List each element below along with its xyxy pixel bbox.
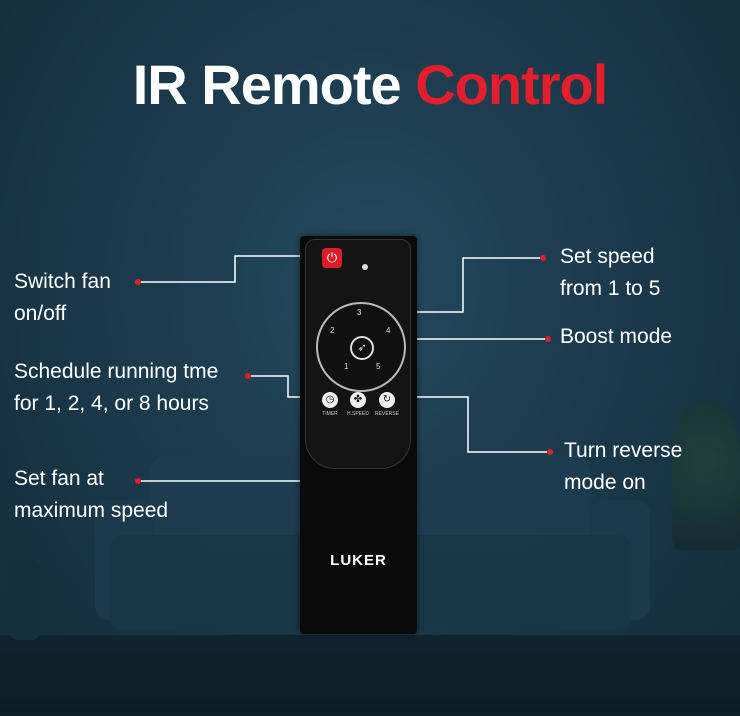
callout-power: Switch fan on/off (14, 266, 111, 330)
refresh-icon: ↻ (382, 394, 392, 405)
title-accent: Control (415, 53, 608, 116)
boost-button[interactable]: ➶ (350, 336, 374, 360)
callout-reverse-line2: mode on (564, 471, 646, 494)
callout-timer-line2: for 1, 2, 4, or 8 hours (14, 392, 209, 415)
dot-max-speed (135, 478, 141, 484)
power-icon: ⏻ (326, 250, 338, 265)
max-speed-button[interactable]: ✤ (350, 392, 366, 408)
callout-max-speed: Set fan at maximum speed (14, 463, 168, 527)
dot-speed (540, 255, 546, 261)
line-speed (390, 257, 543, 313)
rocket-icon: ➶ (357, 342, 367, 354)
speed-3[interactable]: 3 (357, 308, 362, 317)
remote-face: ⏻ 3 2 4 1 5 ➶ ◷ TIMER ✤ H.SPEED ↻ REVERS… (305, 239, 411, 469)
brand-logo: LUKER (330, 552, 387, 569)
dot-power (135, 279, 141, 285)
speed-dial[interactable]: 3 2 4 1 5 ➶ (316, 302, 406, 392)
callout-reverse-line1: Turn reverse (564, 439, 683, 462)
background-floor (0, 635, 740, 716)
background-lamp (10, 560, 40, 640)
callout-speed-line1: Set speed (560, 245, 655, 268)
reverse-button[interactable]: ↻ (379, 392, 395, 408)
callout-boost-line1: Boost mode (560, 325, 673, 348)
power-button[interactable]: ⏻ (322, 248, 342, 268)
speed-4[interactable]: 4 (386, 326, 391, 335)
callout-boost: Boost mode (560, 321, 672, 353)
background-plant (672, 400, 740, 550)
timer-label: TIMER (322, 411, 338, 417)
callout-reverse: Turn reverse mode on (564, 435, 682, 499)
callout-max-speed-line1: Set fan at (14, 467, 104, 490)
line-reverse (393, 396, 550, 453)
title-main: IR Remote (132, 53, 402, 116)
line-power (138, 255, 315, 283)
callout-power-line2: on/off (14, 302, 67, 325)
reverse-label: REVERSE (375, 411, 399, 417)
speed-5[interactable]: 5 (376, 362, 381, 371)
remote-control: ⏻ 3 2 4 1 5 ➶ ◷ TIMER ✤ H.SPEED ↻ REVERS… (300, 236, 417, 634)
dot-timer (245, 373, 251, 379)
clock-icon: ◷ (325, 394, 335, 405)
callout-timer: Schedule running tme for 1, 2, 4, or 8 h… (14, 356, 218, 420)
callout-power-line1: Switch fan (14, 270, 111, 293)
page-title: IR Remote Control (0, 52, 740, 117)
dot-reverse (547, 449, 553, 455)
speed-1[interactable]: 1 (344, 362, 349, 371)
timer-button[interactable]: ◷ (322, 392, 338, 408)
callout-max-speed-line2: maximum speed (14, 499, 169, 522)
indicator-led (362, 264, 368, 270)
callout-speed-line2: from 1 to 5 (560, 277, 661, 300)
max-speed-label: H.SPEED (347, 411, 369, 417)
callout-timer-line1: Schedule running tme (14, 360, 219, 383)
dot-boost (545, 336, 551, 342)
callout-speed: Set speed from 1 to 5 (560, 241, 660, 305)
fan-icon: ✤ (353, 394, 363, 405)
speed-2[interactable]: 2 (330, 326, 335, 335)
